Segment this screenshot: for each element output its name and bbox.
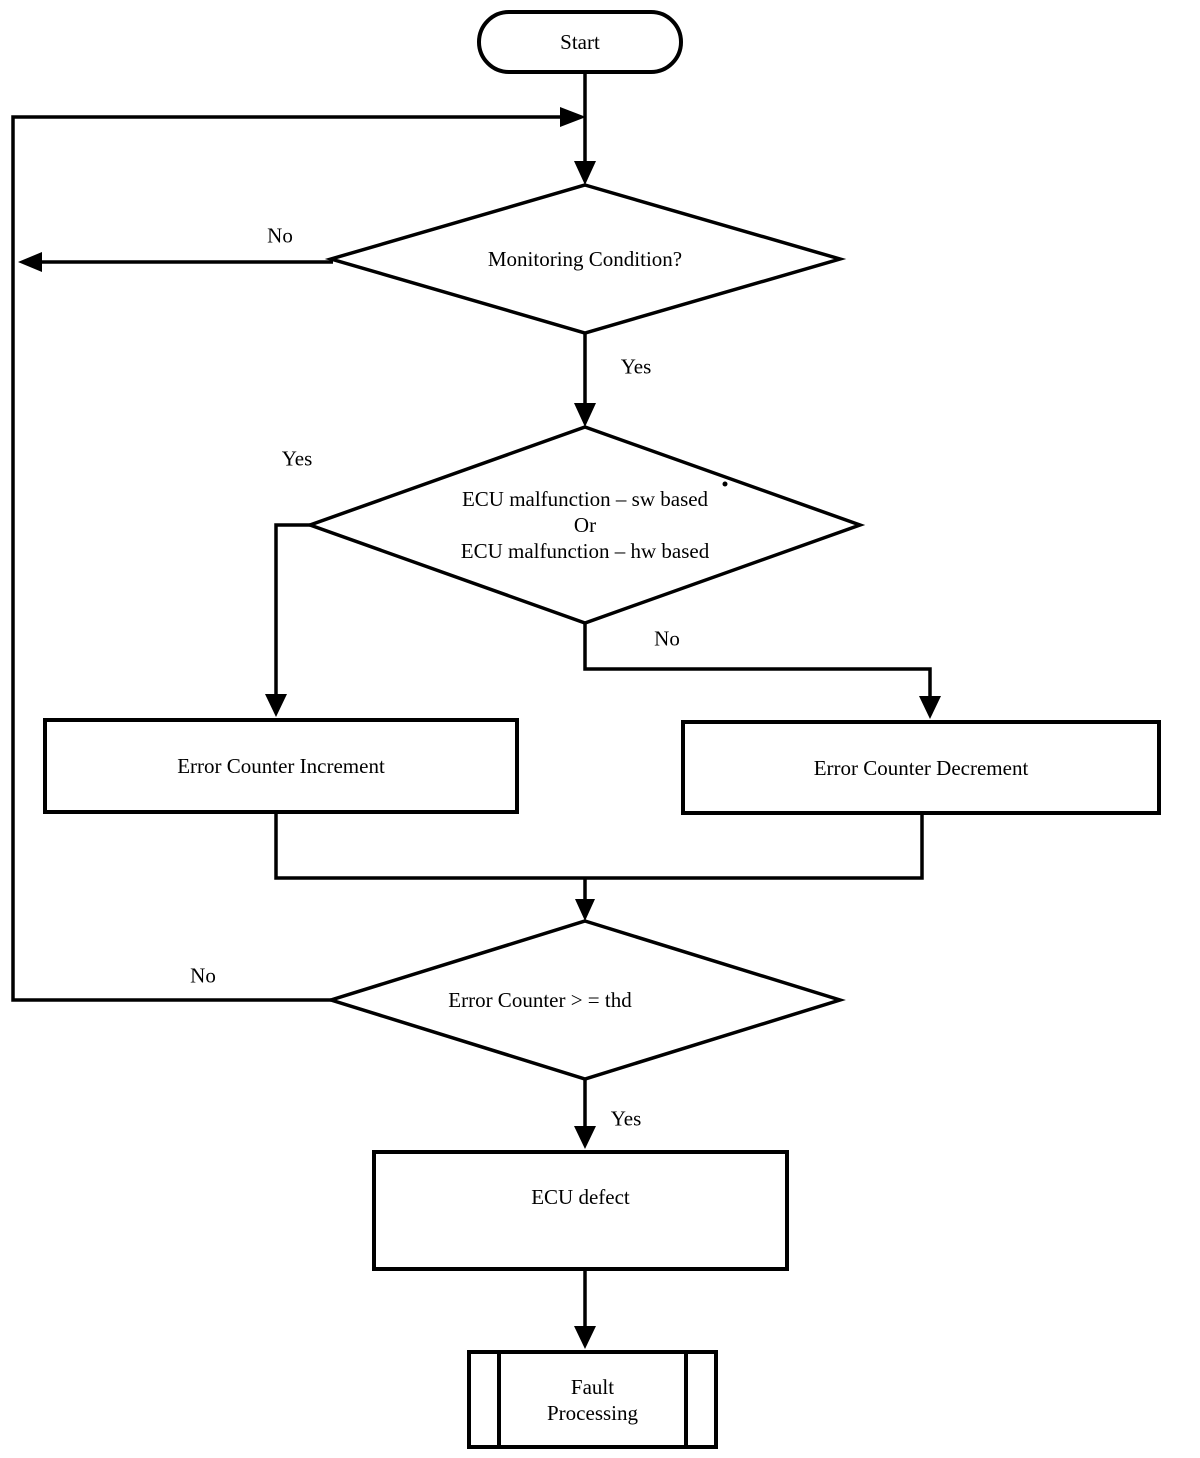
- defect-process-node: ECU defect: [372, 1150, 789, 1271]
- edge-malfunction-no: [583, 623, 932, 697]
- arrowhead-into-fault: [574, 1326, 596, 1349]
- arrowhead-into-monitoring: [574, 161, 596, 185]
- stray-dot: [722, 481, 728, 487]
- fault-processing-node: Fault Processing: [467, 1350, 718, 1449]
- edge-malfunction-yes: [274, 523, 310, 695]
- arrowhead-into-defect: [574, 1126, 596, 1149]
- malfunction-decision-shape: [304, 425, 866, 625]
- edge-label-threshold-no: No: [190, 963, 216, 988]
- arrowhead-into-malfunction: [574, 403, 596, 427]
- edge-label-threshold-yes: Yes: [610, 1106, 642, 1131]
- arrowhead-into-start-line: [560, 107, 586, 127]
- predefined-process-left-bar: [497, 1354, 501, 1445]
- arrowhead-monitoring-no: [18, 252, 42, 272]
- edge-label-monitoring-no: No: [267, 223, 293, 248]
- start-node: Start: [477, 10, 683, 74]
- edge-label-malfunction-no: No: [654, 626, 680, 651]
- edge-loop-back: [11, 115, 560, 1002]
- edge-merge: [274, 813, 924, 880]
- arrowhead-into-threshold: [575, 899, 595, 921]
- predefined-process-right-bar: [684, 1354, 688, 1445]
- decrement-process-node: Error Counter Decrement: [681, 720, 1161, 815]
- start-label: Start: [560, 30, 600, 54]
- increment-process-node: Error Counter Increment: [43, 718, 519, 814]
- monitoring-decision-shape: [324, 183, 847, 335]
- threshold-decision-shape: [325, 919, 846, 1081]
- edge-label-malfunction-yes: Yes: [281, 446, 313, 471]
- edge-label-monitoring-yes: Yes: [620, 354, 652, 379]
- arrowhead-into-increment: [265, 694, 287, 717]
- fault-processing-label: Fault Processing: [547, 1374, 638, 1425]
- arrowhead-into-decrement: [919, 696, 941, 719]
